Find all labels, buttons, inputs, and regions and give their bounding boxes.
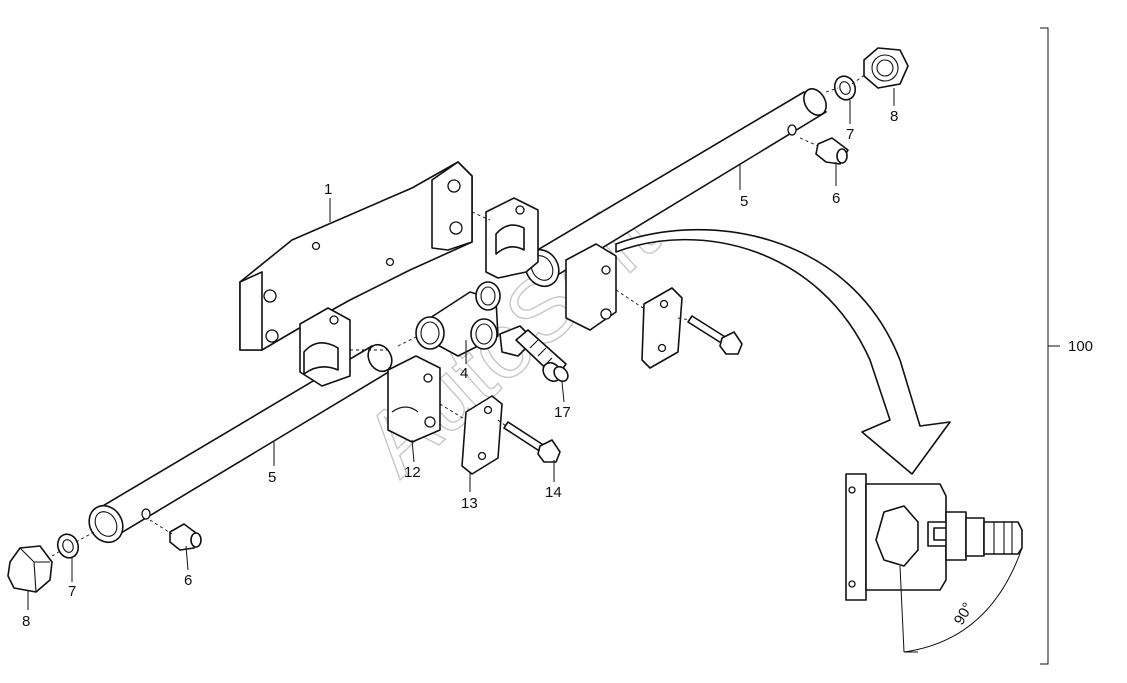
nut-upper [863,47,909,89]
mounting-plate [239,161,473,351]
bolt-14 [503,421,561,463]
callout-5-upper: 5 [740,193,748,210]
callout-6-lower: 6 [184,572,192,589]
detail-angle-label: 90° [951,600,977,628]
callout-4: 4 [460,365,468,382]
grease-nipple-lower [169,523,202,551]
callout-13: 13 [461,495,478,512]
callout-7-lower: 7 [68,583,76,600]
washer-lower [56,533,80,559]
hose-nipple [499,325,569,383]
upper-clamp-right [565,243,617,331]
callout-12: 12 [404,464,421,481]
assembly-lines [51,73,867,557]
clamp-plate-13 [461,395,503,475]
callout-14: 14 [545,484,562,501]
clamp-block-12 [387,355,441,443]
callout-8-upper: 8 [890,108,898,125]
callout-1: 1 [324,181,332,198]
detail-arrow [615,228,951,475]
callout-5-lower: 5 [268,469,276,486]
leader-lines [27,88,895,610]
assembly-bracket [1040,27,1060,665]
upper-tube [523,88,827,288]
callout-8-lower: 8 [22,613,30,630]
grease-nipple-upper [815,137,849,165]
lower-tube [88,343,393,544]
cap-nut-lower [7,545,53,593]
clamp-plate-upper [641,287,683,369]
callout-6-upper: 6 [832,190,840,207]
washer-upper [833,75,857,101]
upper-clamp-left [485,197,539,279]
callout-7-upper: 7 [846,126,854,143]
lower-clamp-left [299,307,351,387]
bolt-upper [687,315,743,355]
detail-view [845,473,1023,653]
tee-fitting [415,281,501,357]
callout-100: 100 [1068,338,1093,355]
callout-17: 17 [554,404,571,421]
